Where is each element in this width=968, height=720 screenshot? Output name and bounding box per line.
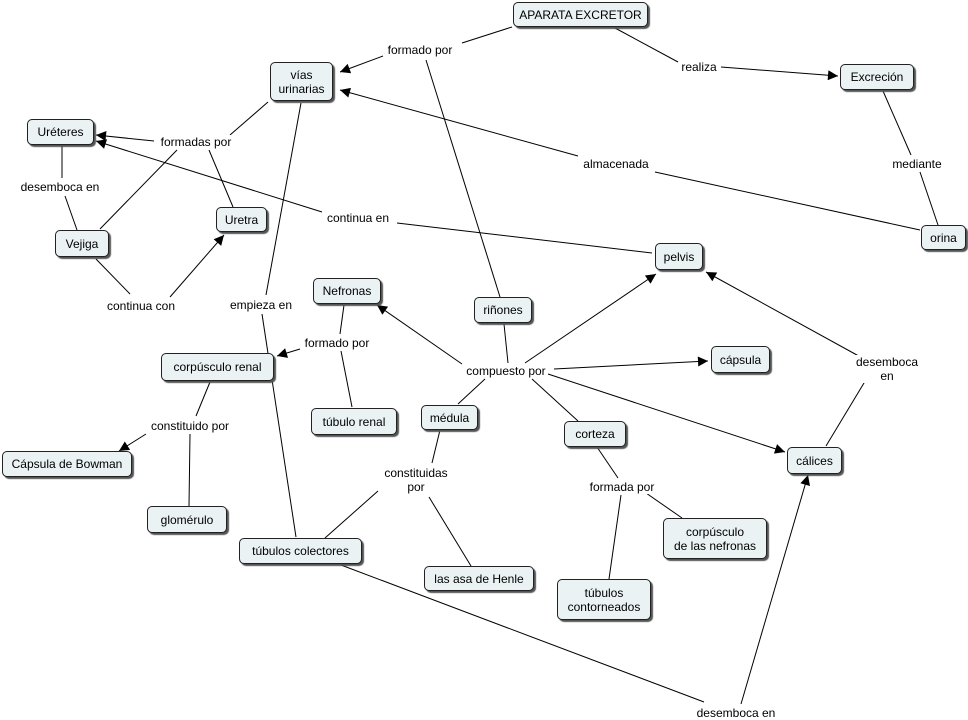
edge-compuesto-capsula [553,356,709,370]
link-realiza: realiza [679,60,719,74]
node-orina[interactable]: orina [921,225,966,250]
edge-formado-rinones [425,59,501,298]
edge-compuesto-nefronas [376,304,463,365]
edge-mediante-orina [919,171,939,226]
link-continua-con: continua con [104,299,178,313]
edge-aparata-formado [461,26,513,44]
node-nefronas[interactable]: Nefronas [313,278,381,304]
edge-corteza-formada [596,446,619,479]
node-capsula[interactable]: cápsula [711,346,770,373]
link-constituido-por: constituido por [148,419,232,433]
node-ureteres[interactable]: Uréteres [27,119,94,145]
edge-constituidas-asa [428,496,472,567]
edge-constituidas-tubulos [324,490,379,539]
node-tubulo-renal[interactable]: túbulo renal [311,408,397,435]
edge-desemboca-calices [740,474,810,705]
edge-vias-empieza [265,102,302,296]
edge-vias-formadas [229,101,269,136]
node-pelvis[interactable]: pelvis [655,243,703,270]
edge-vejiga-continua [95,258,131,295]
edge-pelvis-continua [396,222,653,254]
link-formada-por: formada por [587,480,657,494]
edge-compuesto-pelvis [524,273,657,364]
edge-empieza-tubulos [261,313,297,538]
edge-formada-corpusculo [645,492,683,519]
node-glomerulo[interactable]: glomérulo [147,506,227,533]
node-vejiga[interactable]: Vejiga [55,230,109,257]
link-desemboca-en-1: desemboca en [18,180,102,194]
edge-formadas-ureteres [95,131,155,142]
edge-formado-corpusculo [276,348,301,358]
link-desemboca-en-3: desemboca en [694,706,778,720]
edge-nefronas-formado [339,304,345,335]
edge-continua-ureteres [95,139,323,213]
node-rinones[interactable]: riñones [474,297,532,323]
node-capsula-bowman[interactable]: Cápsula de Bowman [2,451,132,477]
node-aparata-excretor[interactable]: APARATA EXCRETOR [513,2,648,27]
edge-realiza-excrecion [720,66,839,81]
edge-rinones-compuesto [503,323,509,364]
node-excrecion[interactable]: Excreción [840,64,914,90]
edge-compuesto-medula [457,378,486,405]
link-desemboca-en-2: desemboca en [846,355,928,383]
link-formadas-por: formadas por [158,135,234,149]
edge-almacenada-vias [339,87,579,157]
link-compuesto-por: compuesto por [464,364,548,378]
node-vias-urinarias[interactable]: vías urinarias [270,62,333,101]
edge-excrecion-mediante [882,90,912,156]
edge-desemboca-vejiga [64,195,78,231]
node-tubulos-colectores[interactable]: túbulos colectores [239,538,362,564]
link-formado-por-1: formado por [385,43,455,57]
node-corpusculo-nefronas[interactable]: corpúsculo de las nefronas [663,518,767,559]
edge-corpusculo-constituido [195,381,211,417]
link-constituidas-por: constituidas por [382,466,450,494]
edge-formadas-vejiga [99,149,178,230]
edge-calices-desemboca [825,377,868,447]
edge-desemboca-pelvis [705,271,867,361]
link-empieza-en: empieza en [227,298,295,312]
edge-continua-uretra [169,234,225,298]
node-asa-henle[interactable]: las asa de Henle [424,566,534,591]
edge-medula-constituidas [431,429,441,464]
edge-formadas-uretra [208,149,234,208]
link-mediante: mediante [890,157,944,171]
edge-tubulos-desemboca [340,564,705,703]
link-continua-en: continua en [324,211,392,225]
edge-formado-vias [339,55,384,74]
edge-compuesto-calices [547,373,786,454]
node-tubulos-contorneados[interactable]: túbulos contorneados [557,579,651,620]
node-uretra[interactable]: Uretra [216,207,267,232]
node-corpusculo-renal[interactable]: corpúsculo renal [161,353,274,381]
node-medula[interactable]: médula [421,405,478,430]
edge-compuesto-corteza [531,378,579,422]
edge-formado-tubulo [340,350,353,408]
edge-formada-tubulos [608,494,622,580]
link-formado-por-2: formado por [302,336,372,350]
node-calices[interactable]: cálices [787,447,842,474]
edge-aparata-realiza [614,27,679,63]
link-almacenada: almacenada [581,157,651,171]
node-corteza[interactable]: corteza [564,421,626,447]
edge-constituido-glomerulo [188,433,191,507]
edge-orina-almacenada [654,171,921,231]
edge-constituido-bowman [118,433,147,452]
